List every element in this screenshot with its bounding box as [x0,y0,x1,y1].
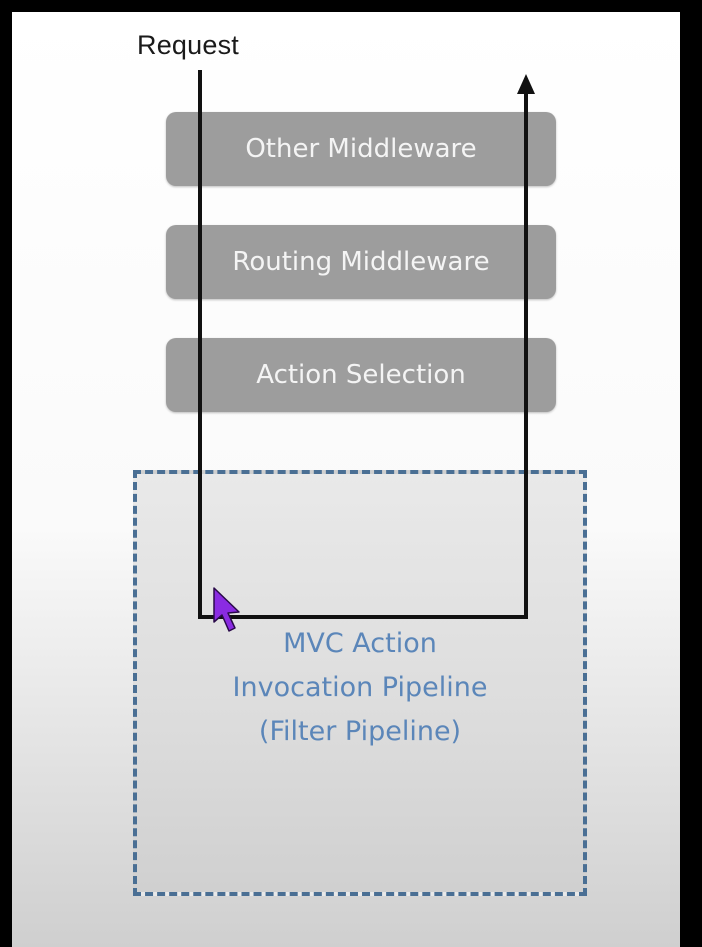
stage-other-middleware: Other Middleware [166,112,556,186]
pipeline-line-1: MVC Action [283,628,437,659]
stage-routing-middleware: Routing Middleware [166,225,556,299]
pipeline-line-3: (Filter Pipeline) [258,716,462,747]
stage-label: Other Middleware [245,134,477,164]
pipeline-line-2: Invocation Pipeline [232,672,488,703]
stage-label: Action Selection [256,360,466,390]
stage-label: Routing Middleware [232,247,490,277]
stage-action-selection: Action Selection [166,338,556,412]
request-label: Request [137,30,239,60]
mvc-pipeline-label: MVC Action Invocation Pipeline (Filter P… [133,622,587,754]
